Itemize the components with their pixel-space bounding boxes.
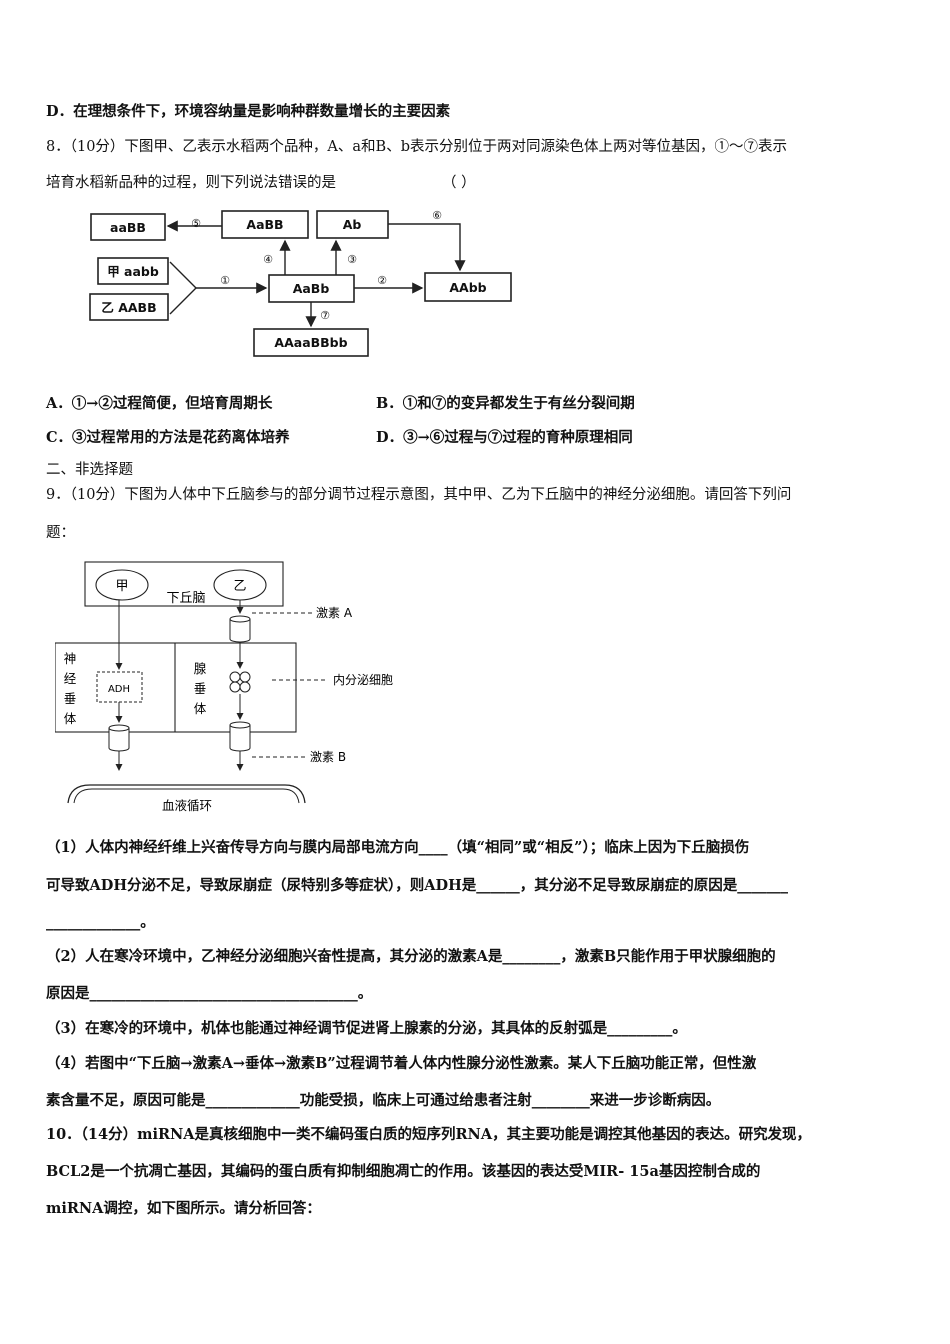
svg-text:乙 AABB: 乙 AABB xyxy=(101,300,156,315)
box-AAaaBBbb: AAaaBBbb xyxy=(253,328,369,357)
svg-text:甲 aabb: 甲 aabb xyxy=(107,264,159,279)
svg-text:血液循环: 血液循环 xyxy=(162,798,212,813)
svg-text:体: 体 xyxy=(64,711,77,726)
q8-stem-line1: 8．（10分）下图甲、乙表示水稻两个品种，A、a和B、b表示分别位于两对同源染色… xyxy=(46,139,787,155)
box-yi-AABB: 乙 AABB xyxy=(89,293,169,321)
svg-text:③: ③ xyxy=(347,253,357,266)
svg-text:垂: 垂 xyxy=(194,681,207,696)
svg-text:⑤: ⑤ xyxy=(191,217,201,230)
q8-option-b: B．①和⑦的变异都发生于有丝分裂间期 xyxy=(376,395,635,412)
q8-answer-paren: （ ） xyxy=(442,175,476,191)
q9-part4-line1: （4）若图中“下丘脑→激素A→垂体→激素B”过程调节着人体内性腺分泌性激素。某人… xyxy=(46,1055,757,1072)
svg-text:神: 神 xyxy=(64,651,77,666)
q7-option-d: D．在理想条件下，环境容纳量是影响种群数量增长的主要因素 xyxy=(46,103,451,120)
q8-option-d: D．③→⑥过程与⑦过程的育种原理相同 xyxy=(376,429,633,446)
svg-text:⑥: ⑥ xyxy=(432,209,442,222)
q9-stem-line1: 9．（10分）下图为人体中下丘脑参与的部分调节过程示意图，其中甲、乙为下丘脑中的… xyxy=(46,487,792,503)
q9-part4-line2: 素含量不足，原因可能是_____________功能受损，临床上可通过给患者注射… xyxy=(46,1092,721,1109)
svg-text:AaBb: AaBb xyxy=(293,281,330,296)
q9-part1-line3: _____________。 xyxy=(46,914,155,931)
svg-text:AaBB: AaBB xyxy=(246,217,283,232)
svg-text:下丘脑: 下丘脑 xyxy=(166,591,205,606)
q9-part1-line1: （1）人体内神经纤维上兴奋传导方向与膜内局部电流方向____（填“相同”或“相反… xyxy=(46,839,750,856)
svg-text:腺: 腺 xyxy=(194,661,207,676)
svg-text:经: 经 xyxy=(64,671,77,686)
svg-text:AAbb: AAbb xyxy=(449,280,486,295)
svg-text:①: ① xyxy=(220,274,230,287)
box-AAbb: AAbb xyxy=(424,272,512,302)
svg-text:激素 A: 激素 A xyxy=(316,606,353,620)
box-AaBB: AaBB xyxy=(221,210,309,239)
svg-text:④: ④ xyxy=(263,253,273,266)
q9-part2-line2: 原因是_____________________________________… xyxy=(46,985,373,1002)
svg-text:甲: 甲 xyxy=(115,579,128,594)
q8-stem-line2: 培育水稻新品种的过程，则下列说法错误的是 xyxy=(46,175,336,191)
svg-text:内分泌细胞: 内分泌细胞 xyxy=(333,673,393,687)
section-heading: 二、非选择题 xyxy=(46,462,133,478)
q9-hypothalamus-diagram: 甲 乙 下丘脑 神 经 垂 体 腺 垂 体 ADH 激素 A 内分泌细胞 激素 … xyxy=(55,561,393,813)
q8-option-a: A．①→②过程简便，但培育周期长 xyxy=(46,395,273,412)
svg-text:aaBB: aaBB xyxy=(110,220,146,235)
svg-text:②: ② xyxy=(377,274,387,287)
svg-text:AAaaBBbb: AAaaBBbb xyxy=(274,335,347,350)
q9-part3: （3）在寒冷的环境中，机体也能通过神经调节促进肾上腺素的分泌，其具体的反射弧是_… xyxy=(46,1020,687,1037)
q10-line3: miRNA调控，如下图所示。请分析回答： xyxy=(46,1200,321,1217)
svg-text:激素 B: 激素 B xyxy=(310,750,346,764)
box-aaBB: aaBB xyxy=(90,213,166,241)
box-Ab: Ab xyxy=(316,210,389,239)
q9-part1-line2: 可导致ADH分泌不足，导致尿崩症（尿特别多等症状），则ADH是______，其分… xyxy=(46,877,789,894)
q10-line1: 10．（14分）miRNA是真核细胞中一类不编码蛋白质的短序列RNA，其主要功能… xyxy=(46,1126,812,1143)
svg-text:体: 体 xyxy=(194,701,207,716)
svg-text:垂: 垂 xyxy=(64,691,77,706)
q9-part2-line1: （2）人在寒冷环境中，乙神经分泌细胞兴奋性提高，其分泌的激素A是________… xyxy=(46,948,776,965)
q10-line2: BCL2是一个抗凋亡基因，其编码的蛋白质有抑制细胞凋亡的作用。该基因的表达受MI… xyxy=(46,1163,761,1180)
box-AaBb: AaBb xyxy=(268,274,355,303)
q8-breeding-diagram: aaBB AaBB Ab 甲 aabb 乙 AABB AaBb AAbb AAa… xyxy=(89,209,512,357)
box-jia-aabb: 甲 aabb xyxy=(97,257,169,285)
svg-text:ADH: ADH xyxy=(108,684,130,695)
svg-text:乙: 乙 xyxy=(233,579,246,594)
q9-stem-line2: 题： xyxy=(46,525,75,541)
q8-option-c: C．③过程常用的方法是花药离体培养 xyxy=(46,429,290,446)
svg-text:⑦: ⑦ xyxy=(320,309,330,322)
svg-text:Ab: Ab xyxy=(343,217,362,232)
